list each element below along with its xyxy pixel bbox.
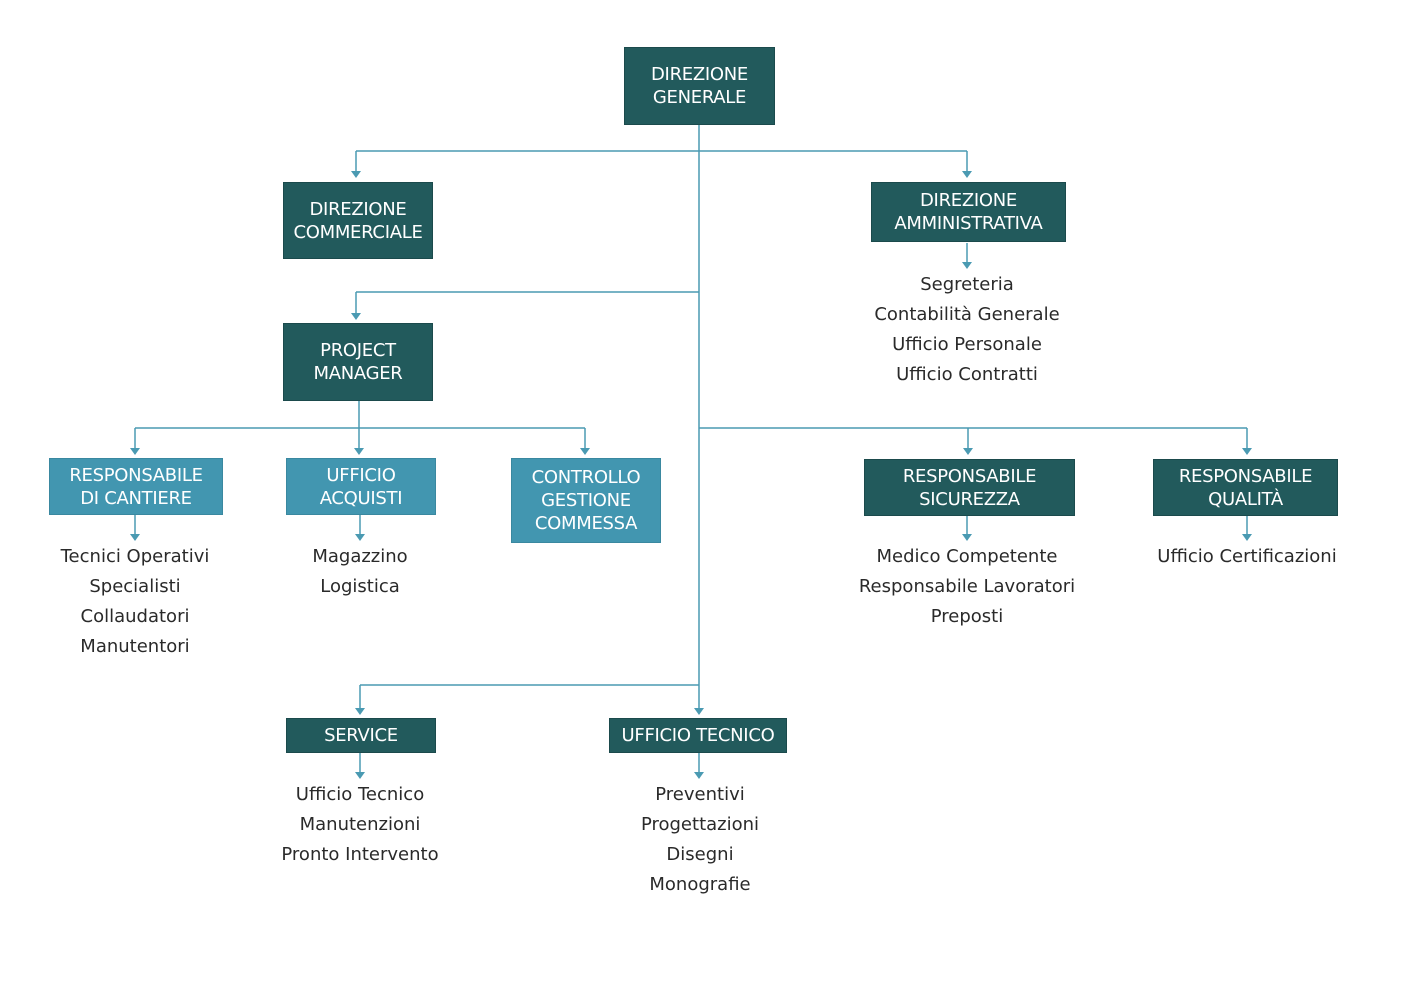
box-service-label: SERVICE (324, 725, 398, 746)
list-item: Monografie (649, 874, 751, 895)
list-item: Medico Competente (876, 546, 1058, 567)
list-cantiere: Tecnici Operativi Specialisti Collaudato… (30, 542, 240, 662)
box-responsabile-qualita: RESPONSABILE QUALITÀ (1153, 459, 1338, 516)
box-controllo-gestione-line-3: COMMESSA (534, 513, 638, 534)
box-ufficio-acquisti-line-1: UFFICIO (326, 464, 396, 486)
box-service: SERVICE (286, 718, 436, 753)
list-tecnico: Preventivi Progettazioni Disegni Monogra… (600, 780, 800, 900)
box-responsabile-cantiere: RESPONSABILE DI CANTIERE (49, 458, 223, 515)
list-item: Pronto Intervento (281, 844, 439, 865)
box-responsabile-cantiere-line-1: RESPONSABILE (69, 464, 203, 486)
list-item: Logistica (320, 576, 400, 597)
box-responsabile-cantiere-line-2: DI CANTIERE (80, 487, 192, 509)
list-item: Ufficio Contratti (896, 364, 1038, 385)
list-item: Manutenzioni (299, 814, 421, 835)
box-controllo-gestione-commessa: CONTROLLO GESTIONE COMMESSA (511, 458, 661, 543)
list-acquisti: Magazzino Logistica (270, 542, 450, 602)
list-item: Magazzino (312, 546, 408, 567)
list-amministrativa: Segreteria Contabilità Generale Ufficio … (847, 270, 1087, 390)
box-direzione-generale-line-1: DIREZIONE (651, 64, 748, 85)
box-ufficio-tecnico-label: UFFICIO TECNICO (621, 725, 775, 746)
box-direzione-commerciale-line-1: DIREZIONE (309, 198, 407, 220)
list-item: Responsabile Lavoratori (858, 576, 1076, 597)
box-direzione-commerciale: DIREZIONE COMMERCIALE (283, 182, 433, 259)
list-item: Preposti (930, 606, 1004, 627)
box-direzione-amministrativa-line-1: DIREZIONE (920, 190, 1017, 211)
list-item: Tecnici Operativi (60, 546, 210, 567)
box-direzione-commerciale-line-2: COMMERCIALE (293, 221, 423, 243)
list-item: Segreteria (920, 274, 1014, 295)
box-responsabile-sicurezza-line-1: RESPONSABILE (902, 465, 1037, 487)
box-direzione-amministrativa-line-2: AMMINISTRATIVA (894, 213, 1043, 234)
box-project-manager-line-2: MANAGER (313, 363, 403, 384)
box-responsabile-sicurezza-line-2: SICUREZZA (919, 488, 1020, 510)
list-item: Specialisti (89, 576, 181, 597)
box-direzione-generale-line-2: GENERALE (652, 87, 747, 108)
box-controllo-gestione-line-1: CONTROLLO (531, 467, 641, 488)
box-ufficio-tecnico: UFFICIO TECNICO (609, 718, 787, 753)
list-service: Ufficio Tecnico Manutenzioni Pronto Inte… (260, 780, 460, 870)
box-project-manager: PROJECT MANAGER (283, 323, 433, 401)
box-ufficio-acquisti-line-2: ACQUISTI (319, 487, 403, 509)
box-ufficio-acquisti: UFFICIO ACQUISTI (286, 458, 436, 515)
list-item: Progettazioni (640, 814, 760, 835)
box-responsabile-qualita-line-1: RESPONSABILE (1178, 465, 1313, 487)
box-direzione-amministrativa: DIREZIONE AMMINISTRATIVA (871, 182, 1066, 242)
list-item: Contabilità Generale (874, 304, 1060, 325)
list-item: Preventivi (655, 784, 745, 805)
list-qualita: Ufficio Certificazioni (1137, 542, 1357, 572)
list-sicurezza: Medico Competente Responsabile Lavorator… (842, 542, 1092, 632)
box-project-manager-line-1: PROJECT (320, 340, 396, 361)
box-responsabile-qualita-line-2: QUALITÀ (1208, 488, 1283, 510)
list-item: Manutentori (80, 636, 190, 657)
box-responsabile-sicurezza: RESPONSABILE SICUREZZA (864, 459, 1075, 516)
list-item: Ufficio Personale (892, 334, 1042, 355)
list-item: Ufficio Certificazioni (1157, 546, 1337, 567)
list-item: Collaudatori (80, 606, 190, 627)
box-controllo-gestione-line-2: GESTIONE (541, 490, 631, 511)
list-item: Ufficio Tecnico (295, 784, 425, 805)
list-item: Disegni (666, 844, 734, 865)
box-direzione-generale: DIREZIONE GENERALE (624, 47, 775, 125)
